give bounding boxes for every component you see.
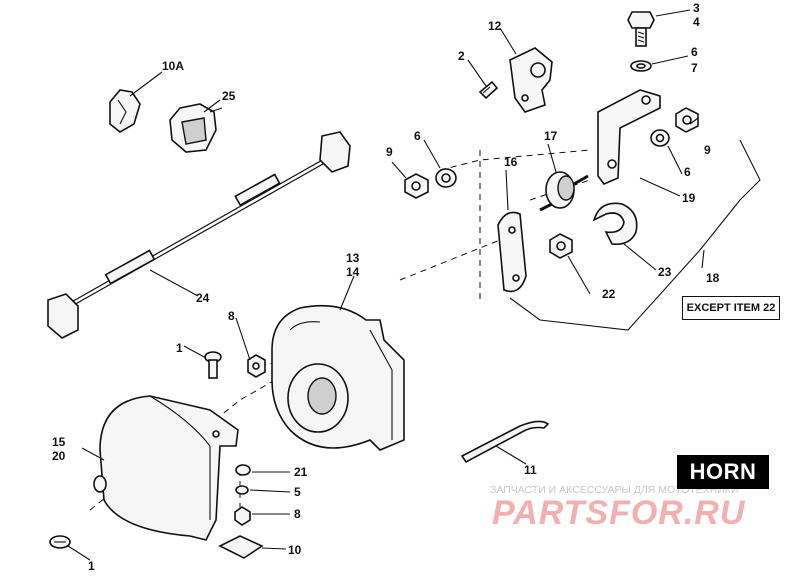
nut-part-8-top (247, 354, 266, 378)
spacer-stack-parts-21-5-8 (234, 464, 251, 526)
callout-1-bottom: 1 (88, 559, 95, 573)
callout-21: 21 (294, 465, 308, 479)
bracket-part-12 (509, 47, 553, 113)
callout-8-top: 8 (228, 309, 235, 323)
callout-16: 16 (504, 155, 518, 169)
callout-22: 22 (602, 287, 616, 301)
bolt-part-3 (627, 11, 655, 47)
screw-part-2 (478, 80, 499, 100)
callout-12: 12 (488, 19, 502, 33)
watermark-logo: PARTSFOR.RU (492, 494, 746, 532)
horn-cover-part-15 (93, 395, 239, 541)
callout-18: 18 (706, 271, 720, 285)
callout-14: 14 (346, 265, 360, 279)
callout-6-right: 6 (684, 165, 691, 179)
callout-11: 11 (524, 463, 537, 477)
horn-part-13 (271, 304, 405, 451)
lockwasher-part-6-right (650, 129, 670, 147)
callout-5: 5 (294, 485, 301, 499)
callout-9-left: 9 (386, 145, 393, 159)
watermark-caption: ЗАПЧАСТИ И АКСЕССУАРЫ ДЛЯ МОТОТЕХНИКИ (490, 484, 739, 496)
callout-23: 23 (658, 265, 672, 279)
callout-1-top: 1 (176, 341, 183, 355)
nut-part-9-right (675, 107, 699, 133)
callout-25: 25 (222, 89, 236, 103)
clamp-part-23 (592, 202, 638, 246)
callout-6-mid: 6 (414, 129, 421, 143)
callout-7: 7 (691, 61, 698, 75)
rubber-mount-part-17 (539, 171, 589, 212)
cable-tie-part-11 (460, 420, 550, 464)
callout-2: 2 (458, 49, 465, 63)
clip-part-10a (109, 89, 141, 133)
strap-part-16 (497, 211, 527, 293)
pad-part-10 (218, 535, 264, 559)
washer-part-6 (630, 60, 652, 72)
callout-19: 19 (682, 191, 696, 205)
wire-harness-part-24 (47, 131, 351, 339)
callout-9-right: 9 (704, 143, 711, 157)
callout-10a: 10A (162, 59, 184, 73)
callout-20: 20 (52, 449, 66, 463)
screw-part-1-top (204, 351, 222, 379)
callout-17: 17 (544, 129, 558, 143)
callout-numbers: 3 4 6 7 2 12 10A 25 6 9 17 16 9 6 19 23 … (52, 1, 720, 573)
callout-3: 3 (693, 1, 700, 15)
bracket-part-19 (597, 89, 661, 185)
callout-10: 10 (288, 543, 302, 557)
leader-lines (67, 9, 761, 561)
callout-15: 15 (52, 435, 66, 449)
callout-8-bottom: 8 (294, 507, 301, 521)
lockwasher-part-6-left (435, 168, 457, 188)
screw-part-1-bottom (49, 535, 71, 549)
callout-4: 4 (693, 15, 700, 29)
callout-6-top: 6 (691, 45, 698, 59)
nut-part-22 (549, 233, 573, 259)
except-item-label: EXCEPT ITEM 22 (682, 296, 780, 320)
terminal-clip-part-25 (169, 103, 223, 153)
callout-13: 13 (346, 251, 360, 265)
callout-24: 24 (196, 291, 210, 305)
nut-part-9-left (404, 173, 429, 199)
diagram-title: HORN (677, 455, 769, 489)
